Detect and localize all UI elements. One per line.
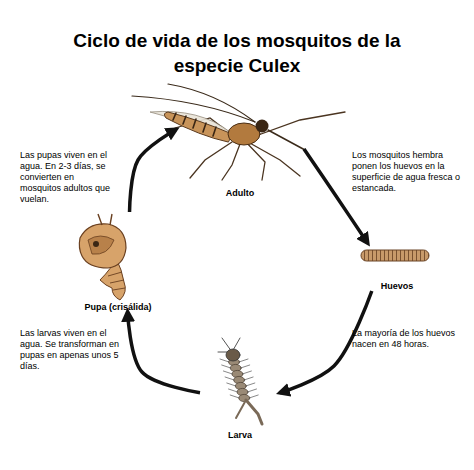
adult-mosquito <box>132 84 345 180</box>
cycle-arrow <box>128 312 200 393</box>
stage-note: La mayoría de los huevos nacen en 48 hor… <box>352 328 466 350</box>
egg-raft <box>361 250 429 261</box>
cycle-arrow <box>130 129 176 212</box>
stage-node: Adulto <box>176 100 304 198</box>
stage-note: Las pupas viven en el agua. En 2-3 días,… <box>20 150 116 205</box>
stage-node: Pupa (crisálida) <box>70 212 166 312</box>
diagram-title: Ciclo de vida de los mosquitos de la esp… <box>67 28 407 78</box>
stage-label: Huevos <box>379 281 416 291</box>
stage-note: Las larvas viven en el agua. Se transfor… <box>20 328 120 372</box>
stage-label: Adulto <box>224 188 257 198</box>
larva <box>218 338 262 424</box>
stage-label: Larva <box>226 430 254 440</box>
stage-note: Los mosquitos hembra ponen los huevos en… <box>352 150 468 194</box>
stage-node: Larva <box>200 335 280 440</box>
pupa <box>79 214 126 300</box>
stage-node: Huevos <box>355 243 439 291</box>
stage-label: Pupa (crisálida) <box>82 302 153 312</box>
